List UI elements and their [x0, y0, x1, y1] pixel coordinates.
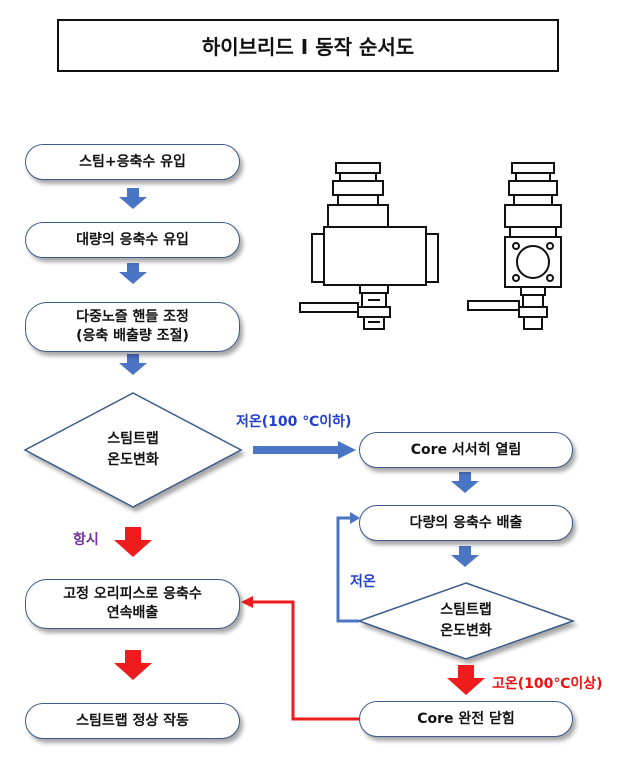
right-step-core-closed: Core 완전 닫힘	[359, 701, 573, 737]
down-arrow-5	[451, 546, 479, 567]
close-return-line	[253, 600, 359, 721]
left-step-large-condensate-label: 대량의 응축수 유입	[76, 231, 189, 248]
right-decision-diamond	[356, 582, 576, 660]
down-arrow-1	[119, 188, 147, 209]
down-arrow-3	[119, 354, 147, 375]
left-step-orifice-discharge: 고정 오리피스로 응축수 연속배출	[25, 579, 240, 629]
left-step-orifice-line1: 고정 오리피스로 응축수	[63, 586, 202, 602]
title-text: 하이브리드 I 동작 순서도	[201, 35, 415, 59]
right-decision-line2: 온도변화	[440, 623, 492, 639]
high-temp-100-label: 고온(100℃이상)	[492, 676, 603, 692]
low-temp-100-label: 저온(100 ℃이하)	[236, 414, 352, 430]
high-temp-red-arrow	[447, 665, 485, 695]
flowchart-title: 하이브리드 I 동작 순서도	[57, 19, 559, 72]
right-step-condensate-discharge-label: 다량의 응축수 배출	[409, 514, 523, 531]
right-step-core-closed-label: Core 완전 닫힘	[417, 710, 515, 727]
down-arrow-4	[451, 472, 479, 493]
valve-icon-flanged	[299, 162, 439, 330]
low-temp-feedback-arrowhead	[350, 512, 360, 524]
left-decision-line1: 스팀트랩	[107, 431, 159, 447]
close-return-arrowhead	[241, 596, 253, 608]
left-step-normal-operation: 스팀트랩 정상 작동	[25, 703, 240, 739]
left-decision-text: 스팀트랩 온도변화	[60, 428, 206, 472]
red-down-arrows	[114, 527, 485, 695]
left-step-steam-inflow: 스팀+응축수 유입	[25, 144, 240, 180]
low-temp-label: 저온	[350, 574, 376, 590]
left-decision-line2: 온도변화	[107, 452, 159, 468]
low-temp-feedback-line	[336, 516, 359, 623]
right-decision-line1: 스팀트랩	[440, 602, 492, 618]
right-step-condensate-discharge: 다량의 응축수 배출	[359, 505, 573, 541]
left-step-nozzle-adjust-line2: (응축 배출량 조절)	[76, 328, 189, 344]
left-step-nozzle-adjust: 다중노즐 핸들 조정 (응축 배출량 조절)	[25, 302, 240, 352]
low-temp-right-arrow	[253, 441, 356, 459]
left-step-nozzle-adjust-line1: 다중노즐 핸들 조정	[76, 309, 189, 325]
blue-down-arrows	[119, 188, 479, 567]
down-arrow-2	[119, 263, 147, 284]
right-step-core-opening: Core 서서히 열림	[359, 432, 573, 468]
left-step-normal-operation-label: 스팀트랩 정상 작동	[76, 712, 189, 729]
always-red-arrow	[114, 527, 152, 557]
always-label: 항시	[73, 532, 99, 548]
left-decision-diamond	[23, 392, 243, 508]
right-decision-text: 스팀트랩 온도변화	[405, 599, 527, 643]
valve-icon-body	[467, 162, 562, 330]
right-step-core-opening-label: Core 서서히 열림	[410, 441, 522, 458]
left-step-large-condensate: 대량의 응축수 유입	[25, 222, 240, 258]
left-step-orifice-line2: 연속배출	[106, 605, 159, 621]
red-arrow-to-normal	[114, 650, 152, 680]
left-step-steam-inflow-label: 스팀+응축수 유입	[79, 153, 186, 170]
